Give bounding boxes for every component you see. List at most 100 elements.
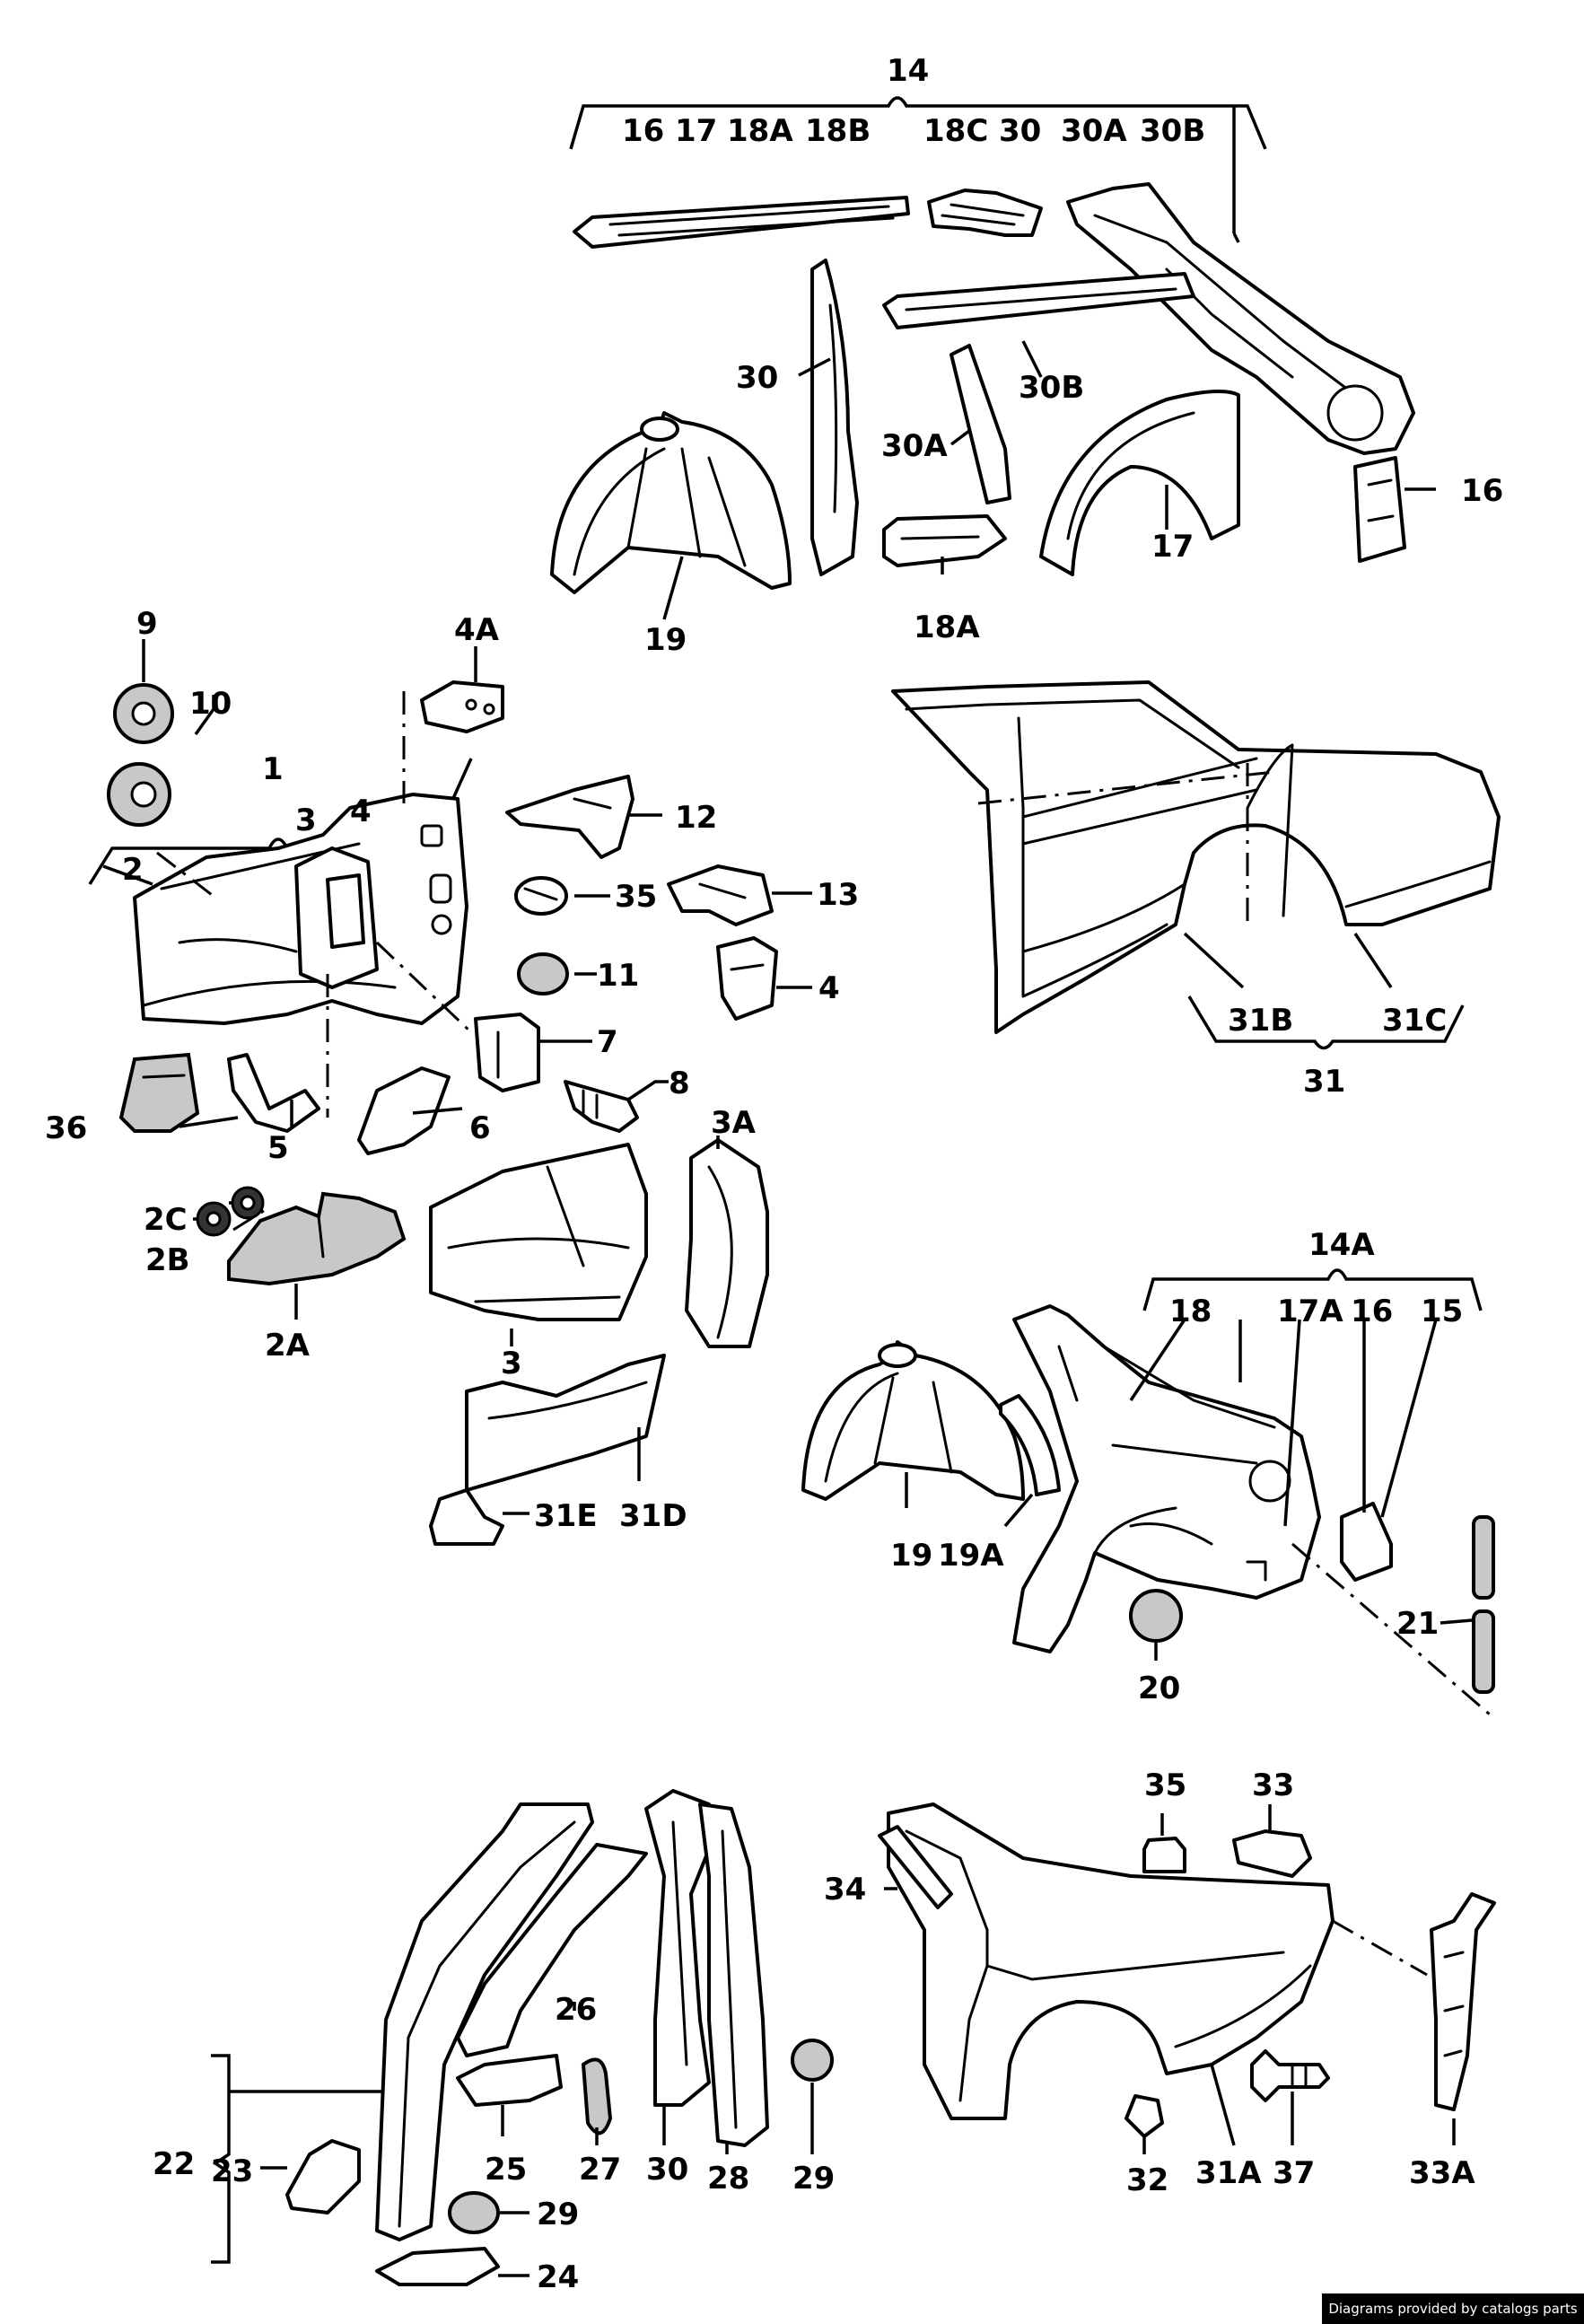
label-23: 23 [211,2153,253,2189]
label-25: 25 [485,2152,527,2188]
label-30b-rail: 30B [1019,370,1084,406]
group-14a-inner-quarter [801,1268,1495,1716]
label-19: 19 [644,622,687,658]
part-31d-31e-panel [429,1354,666,1546]
part-30-pillar [810,259,859,576]
part-3a-arch [685,1138,769,1348]
part-22-a-pillar [375,1802,594,2241]
label-18b: 18B [805,113,871,149]
label-19a: 19A [938,1538,1004,1574]
label-16-panel: 16 [1461,473,1503,509]
part-31a-outer-quarter-panel [887,1802,1335,2120]
part-35-grommet [514,876,568,916]
label-2c: 2C [144,1202,188,1238]
part-23-bracket [285,2139,361,2214]
group-14-rear-panels [550,96,1436,620]
callout-labels: 14 16 17 18A 18B 18C 30 30A 30B 30 30B 3… [45,53,1503,2295]
part-30a-pillar [950,344,1011,504]
label-26: 26 [555,1992,597,2028]
label-21: 21 [1396,1606,1439,1642]
label-31d: 31D [619,1498,687,1534]
label-18a-bracket: 18A [914,610,980,645]
part-28-pillar [698,1802,769,2147]
part-12-bracket [505,775,634,859]
label-30: 30 [999,113,1041,149]
label-3: 3 [295,802,317,838]
label-29-second: 29 [792,2161,835,2197]
label-2: 2 [122,852,144,888]
part-1-inner-wheel-panel [133,793,473,1118]
part-10-plug [107,762,171,827]
group-31-quarter-side [891,680,1501,1050]
label-37: 37 [1273,2155,1315,2191]
label-31: 31 [1303,1064,1345,1100]
part-2c-nut [196,1201,232,1237]
label-17-arch: 17 [1151,529,1194,565]
label-35: 35 [615,879,657,915]
label-12: 12 [675,800,717,836]
part-26-brace [456,1843,648,2057]
label-3a: 3A [711,1105,757,1141]
part-21-plugs [1472,1515,1495,1694]
label-8: 8 [669,1066,690,1101]
label-20: 20 [1138,1671,1180,1706]
label-4a: 4A [454,612,500,648]
part-33a-bracket [1430,1892,1496,2111]
part-36-grommet [118,1052,200,1133]
group-31a-outer-quarter [878,1802,1496,2154]
part-30-b-pillar [644,1789,711,2107]
label-31b: 31B [1228,1003,1293,1039]
label-33: 33 [1252,1767,1294,1803]
label-35-second: 35 [1144,1767,1186,1803]
part-2a-insulation [227,1191,407,1286]
label-15: 15 [1421,1294,1463,1329]
part-7-bracket [474,1013,540,1092]
part-15-bracket [1340,1502,1393,1582]
label-28: 28 [707,2161,749,2197]
label-34: 34 [824,1872,866,1907]
credit-badge: Diagrams provided by catalogs parts [1322,2293,1584,2324]
label-30a: 30A [1061,113,1127,149]
label-14: 14 [887,53,929,89]
part-17-wheel-arch [1039,390,1240,576]
group-22-pillars [211,1789,834,2286]
part-13-bracket [667,864,774,926]
label-1: 1 [262,751,284,787]
part-27-pad [581,2057,613,2135]
part-19a-arch [999,1394,1061,1496]
part-34-strip [878,1825,953,1909]
label-7: 7 [597,1024,618,1060]
label-13: 13 [817,877,859,913]
label-19-second: 19 [890,1538,932,1574]
part-2b-washer [231,1186,265,1220]
label-16: 16 [622,113,664,149]
label-2a: 2A [265,1328,311,1364]
label-2b: 2B [145,1242,190,1278]
label-22: 22 [153,2146,195,2182]
label-14a: 14A [1308,1227,1375,1263]
part-14a-inner-quarter-panel [1012,1304,1321,1653]
label-5: 5 [267,1130,289,1166]
label-18c: 18C [923,113,988,149]
label-30-pillar: 30 [736,360,778,396]
part-19-wheel-house [550,411,792,594]
part-20-grommet [1129,1589,1183,1643]
part-inner-quarter-panel [1066,182,1415,455]
part-4a-bracket [420,680,504,733]
part-4-bracket [716,936,778,1021]
part-29-grommet [791,2039,834,2082]
label-16-inner: 16 [1351,1294,1393,1329]
label-17: 17 [675,113,717,149]
part-11-grommet [517,952,569,995]
label-17a: 17A [1277,1294,1343,1329]
label-11: 11 [597,958,639,994]
label-27: 27 [579,2152,621,2188]
part-19-wheel-house-2 [801,1340,1025,1501]
label-18: 18 [1169,1294,1212,1329]
label-6: 6 [469,1110,491,1146]
label-30a-pillar: 30A [881,428,948,464]
part-6-bracket [357,1066,451,1155]
part-16-panel [1353,456,1406,563]
part-3-panel [429,1143,648,1321]
